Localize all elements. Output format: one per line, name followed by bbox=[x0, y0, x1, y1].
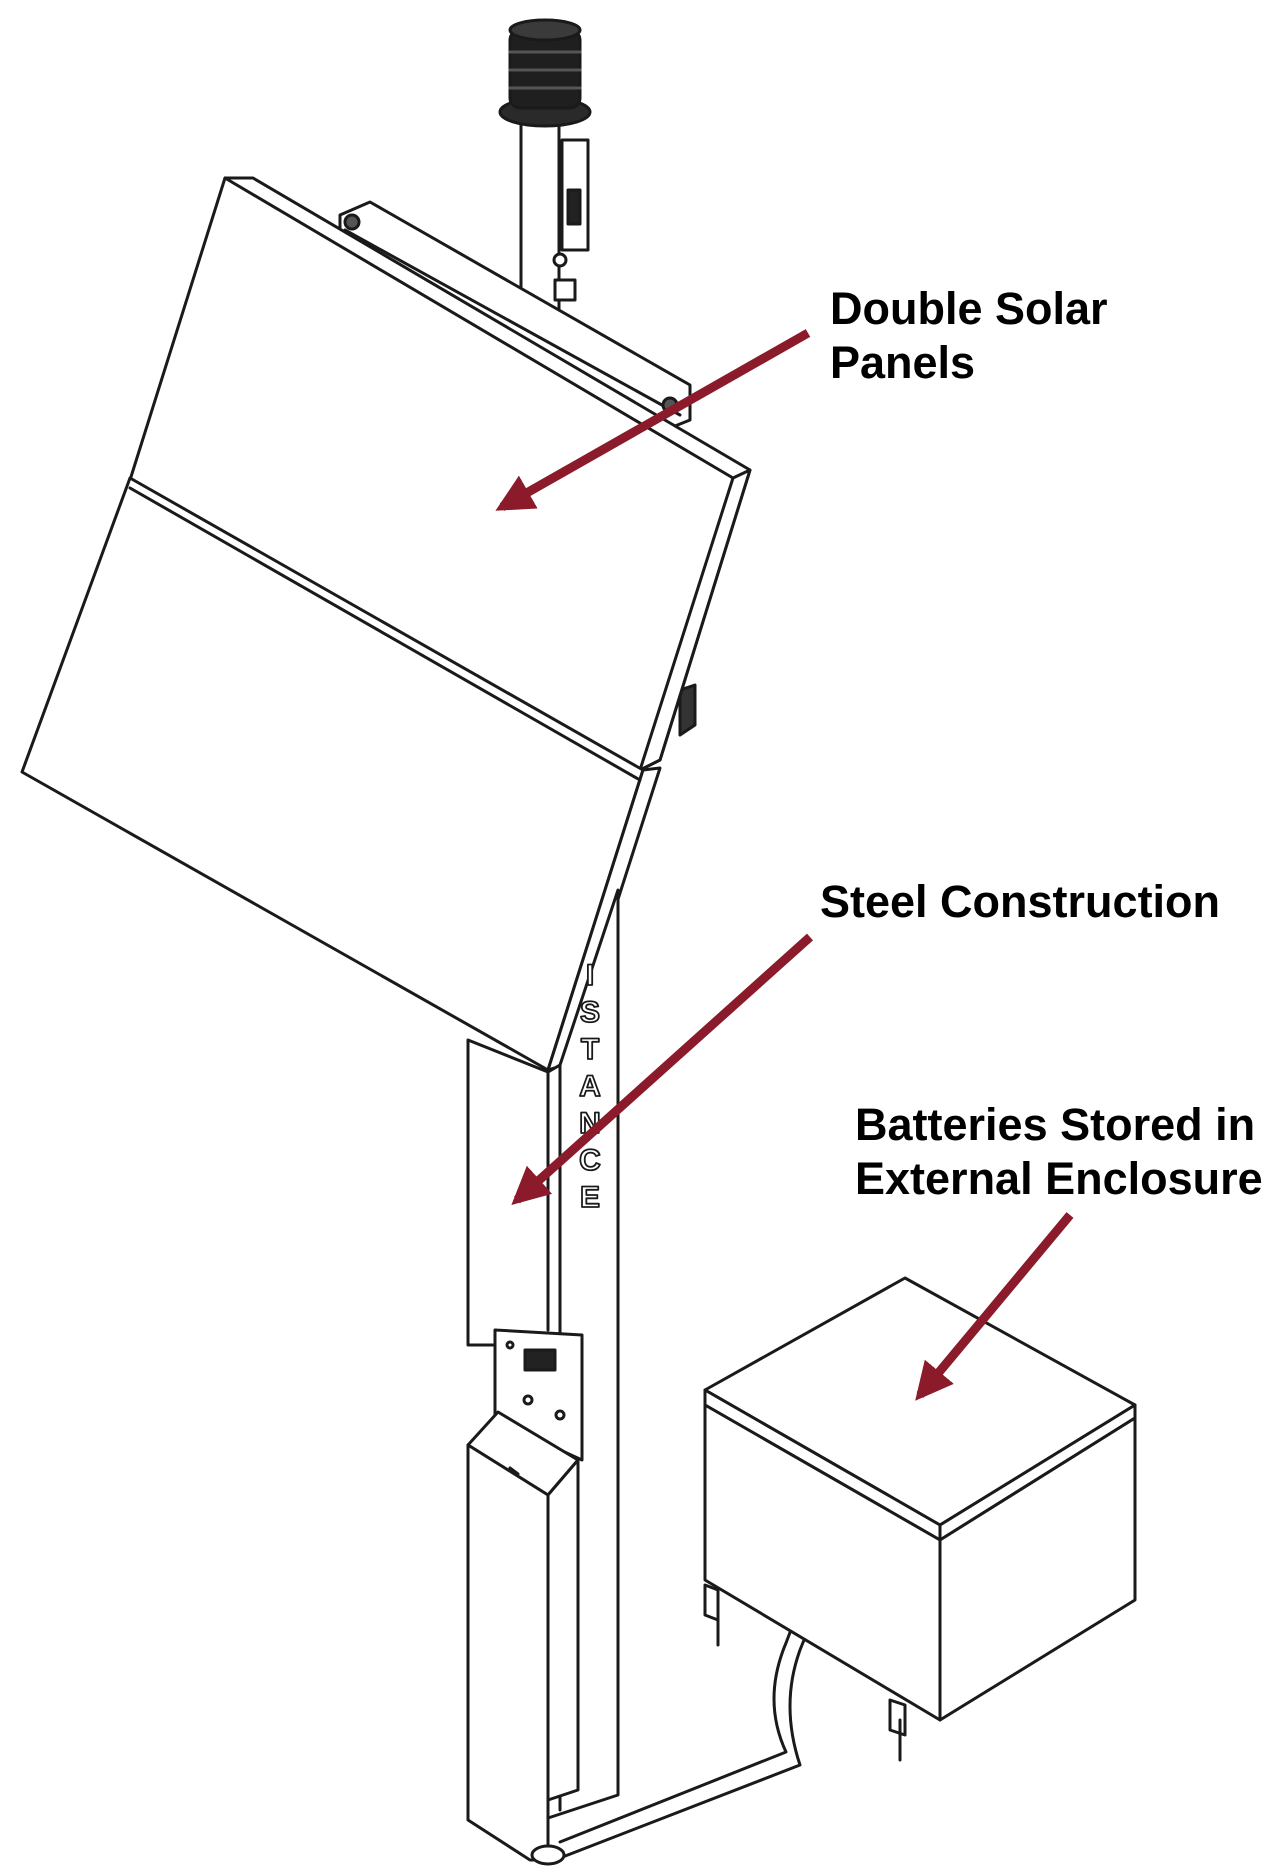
callout-solar-line1: Double Solar bbox=[830, 283, 1108, 334]
post-letter: E bbox=[580, 1181, 600, 1214]
post-letter: S bbox=[580, 996, 600, 1029]
battery-arrow bbox=[915, 1212, 1074, 1401]
callout-steel-construction: Steel Construction bbox=[820, 875, 1220, 929]
callout-batteries: Batteries Stored in External Enclosure bbox=[855, 1098, 1263, 1206]
mast-bracket bbox=[552, 138, 590, 302]
steel-arrow bbox=[511, 933, 814, 1206]
solar-arrow bbox=[495, 329, 811, 511]
battery-enclosure bbox=[703, 1276, 1137, 1762]
lower-cabinet bbox=[466, 1410, 580, 1862]
post-letter: A bbox=[579, 1070, 601, 1103]
post-letter: I bbox=[586, 959, 594, 992]
solar-panel-lower bbox=[20, 476, 662, 1072]
callout-battery-line1: Batteries Stored in bbox=[855, 1099, 1256, 1150]
post-letter: T bbox=[581, 1033, 599, 1066]
callout-solar-line2: Panels bbox=[830, 337, 976, 388]
beacon-light bbox=[498, 18, 592, 314]
callout-arrows bbox=[495, 329, 1074, 1401]
callout-steel-line1: Steel Construction bbox=[820, 876, 1221, 927]
callout-double-solar-panels: Double Solar Panels bbox=[830, 282, 1108, 390]
callout-battery-line2: External Enclosure bbox=[855, 1153, 1263, 1204]
post-letter: C bbox=[579, 1144, 601, 1177]
